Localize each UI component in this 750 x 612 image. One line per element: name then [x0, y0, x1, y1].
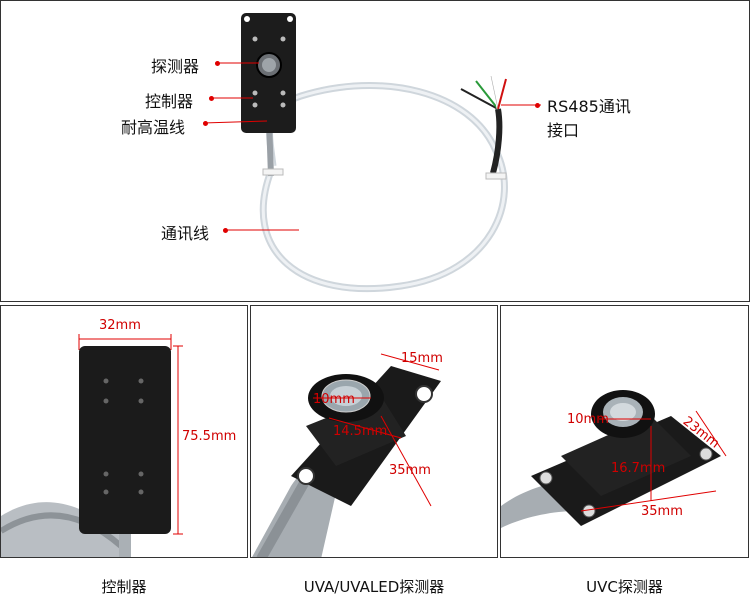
uvc-lens-label: 10mm [567, 412, 609, 427]
uvc-detector-illustration [501, 390, 727, 528]
comm-cable-tail [490, 108, 503, 174]
label-rs485-line1: RS485通讯 [547, 97, 631, 116]
label-comm-wire: 通讯线 [161, 224, 210, 243]
marker-dot [535, 103, 540, 108]
label-high-temp-wire: 耐高温线 [121, 118, 186, 137]
top-product-panel: 探测器 控制器 耐高温线 通讯线 RS485通讯 接口 [0, 0, 750, 302]
marker-dot [209, 96, 214, 101]
uvc-body-label: 16.7mm [611, 461, 666, 476]
marker-dot [203, 121, 208, 126]
device-illustration [202, 13, 541, 293]
caption-uvc-detector: UVC探测器 [586, 578, 663, 596]
uva-body-label: 14.5mm [333, 424, 388, 439]
uvc-length-label: 35mm [641, 504, 683, 519]
controller-height-label: 75.5mm [182, 429, 237, 444]
marker-dot [223, 228, 228, 233]
controller-illustration [1, 334, 183, 557]
label-detector: 探测器 [151, 57, 200, 76]
uvc-detector-dimension-panel: 10mm 23mm 16.7mm 35mm [500, 305, 749, 558]
controller-width-label: 32mm [99, 318, 141, 333]
caption-uva-detector: UVA/UVALED探测器 [303, 578, 445, 596]
label-controller: 控制器 [145, 92, 194, 111]
controller-body [79, 346, 171, 534]
caption-controller: 控制器 [101, 578, 147, 596]
uva-lens-label: 10mm [313, 392, 355, 407]
uva-top-width-label: 15mm [401, 351, 443, 366]
label-rs485-line2: 接口 [547, 121, 580, 140]
uva-detector-dimension-panel: 15mm 10mm 14.5mm 35mm [250, 305, 498, 558]
uva-detector-illustration [252, 353, 441, 557]
controller-dimension-panel: 32mm 75.5mm [0, 305, 248, 558]
marker-dot [215, 61, 220, 66]
uva-length-label: 35mm [389, 463, 431, 478]
